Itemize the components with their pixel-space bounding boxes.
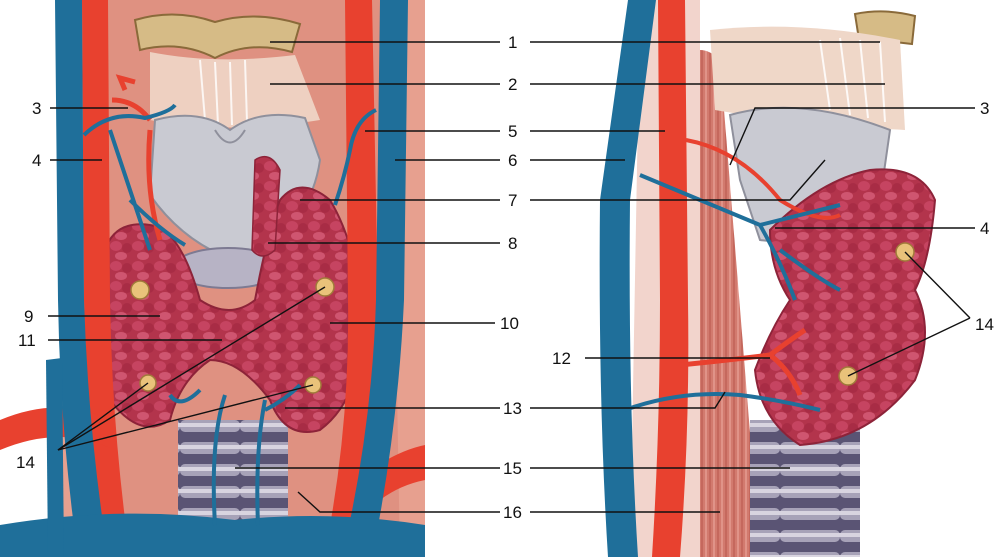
label-3-right: 3	[980, 99, 989, 118]
label-15: 15	[503, 459, 522, 478]
label-16: 16	[503, 503, 522, 522]
label-14-right: 14	[975, 315, 994, 334]
label-8: 8	[508, 234, 517, 253]
label-4-right: 4	[980, 219, 989, 238]
label-13: 13	[503, 399, 522, 418]
label-6: 6	[508, 151, 517, 170]
label-4-left: 4	[32, 151, 41, 170]
label-11: 11	[18, 331, 36, 350]
pyramidal-lobe	[252, 157, 280, 256]
label-14-left: 14	[16, 453, 35, 472]
label-10: 10	[500, 314, 519, 333]
label-2: 2	[508, 75, 517, 94]
label-9: 9	[24, 307, 33, 326]
label-1: 1	[508, 33, 517, 52]
label-7: 7	[508, 191, 517, 210]
label-5: 5	[508, 122, 517, 141]
label-12: 12	[552, 349, 571, 368]
external-jugular-stub	[46, 358, 64, 557]
parathyroid-gland-1	[131, 281, 149, 299]
label-3-left: 3	[32, 99, 41, 118]
